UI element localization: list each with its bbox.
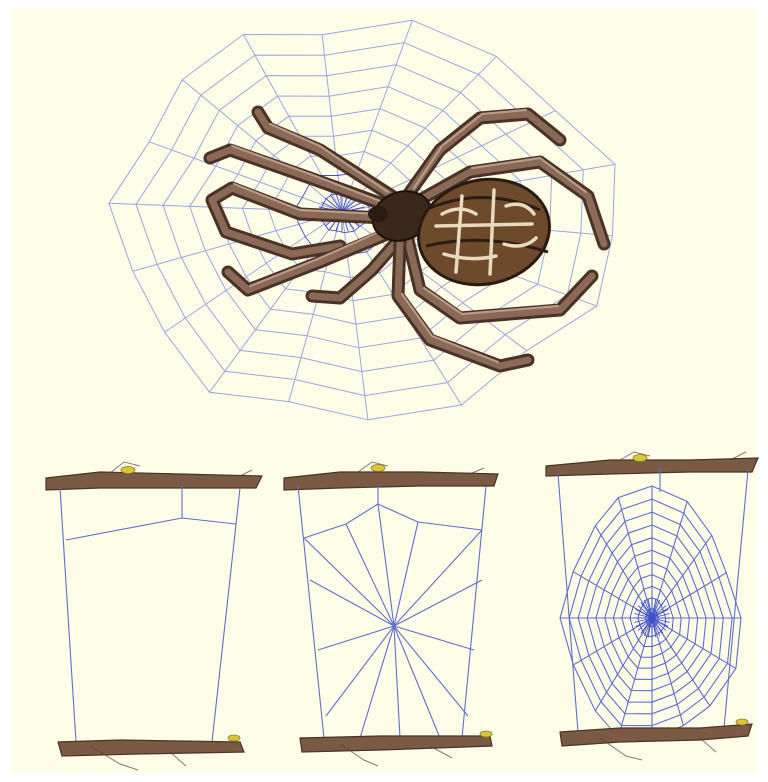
spider-head	[368, 206, 388, 222]
